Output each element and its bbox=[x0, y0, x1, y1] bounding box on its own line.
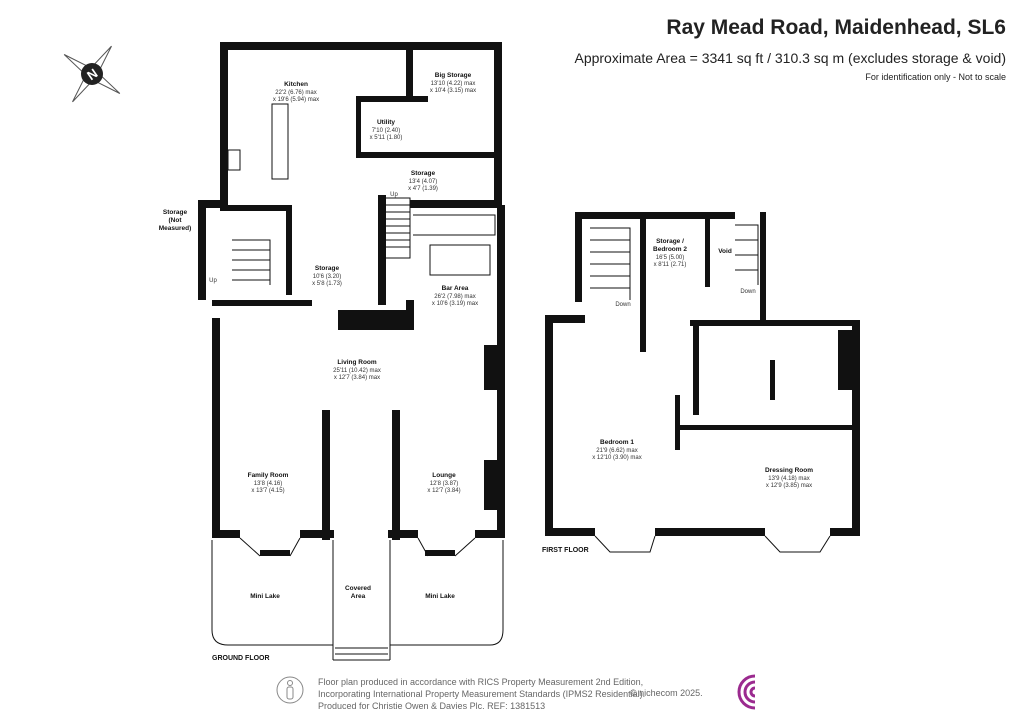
svg-text:Big Storage: Big Storage bbox=[435, 72, 472, 79]
svg-text:Kitchen: Kitchen bbox=[284, 81, 308, 88]
footer-line: Produced for Christie Owen & Davies Plc.… bbox=[318, 701, 546, 711]
room-family-room: Family Room 13'8 (4.16) x 13'7 (4.15) bbox=[248, 472, 289, 494]
svg-text:10'6 (3.20): 10'6 (3.20) bbox=[313, 274, 342, 280]
svg-text:x 10'4 (3.15) max: x 10'4 (3.15) max bbox=[430, 88, 476, 94]
first-floor-walls bbox=[545, 212, 860, 553]
svg-text:x 12'10 (3.90) max: x 12'10 (3.90) max bbox=[592, 455, 642, 461]
svg-text:x 10'6 (3.19) max: x 10'6 (3.19) max bbox=[432, 301, 478, 307]
svg-text:13'9 (4.18) max: 13'9 (4.18) max bbox=[768, 476, 810, 482]
stairs-up-label: Up bbox=[209, 278, 217, 284]
svg-text:x 13'7 (4.15): x 13'7 (4.15) bbox=[251, 488, 284, 494]
ground-floor-walls bbox=[198, 42, 505, 661]
svg-text:x 5'11 (1.80): x 5'11 (1.80) bbox=[370, 135, 403, 141]
svg-text:Utility: Utility bbox=[377, 119, 395, 126]
svg-text:Storage /: Storage / bbox=[656, 238, 684, 245]
stairs-up-label-2: Up bbox=[390, 192, 398, 198]
footer-line: Incorporating International Property Mea… bbox=[318, 689, 646, 699]
svg-text:x 19'6 (5.94) max: x 19'6 (5.94) max bbox=[273, 97, 319, 103]
plan-title: Ray Mead Road, Maidenhead, SL6 bbox=[666, 16, 1006, 39]
svg-text:Measured): Measured) bbox=[159, 225, 192, 232]
svg-text:13'10 (4.22) max: 13'10 (4.22) max bbox=[431, 81, 476, 87]
svg-text:26'2 (7.98) max: 26'2 (7.98) max bbox=[434, 294, 476, 300]
room-dressing-room: Dressing Room 13'9 (4.18) max x 12'9 (3.… bbox=[765, 467, 813, 489]
svg-text:x 12'7 (3.84): x 12'7 (3.84) bbox=[427, 488, 460, 494]
room-storage-1: Storage 13'4 (4.07) x 4'7 (1.39) bbox=[408, 170, 438, 192]
footer-line: Floor plan produced in accordance with R… bbox=[318, 677, 644, 687]
svg-text:x 4'7 (1.39): x 4'7 (1.39) bbox=[408, 186, 438, 192]
svg-text:Family Room: Family Room bbox=[248, 472, 289, 479]
footer-notes: Floor plan produced in accordance with R… bbox=[318, 676, 645, 712]
room-storage-bedroom-2: Storage / Bedroom 2 16'5 (5.00) x 8'11 (… bbox=[653, 238, 687, 268]
scale-note: For identification only - Not to scale bbox=[865, 72, 1006, 82]
room-void: Void bbox=[718, 248, 732, 255]
svg-text:(Not: (Not bbox=[169, 217, 183, 224]
svg-text:Covered: Covered bbox=[345, 585, 371, 592]
mini-lake-left: Mini Lake bbox=[250, 593, 280, 600]
svg-text:x 12'7 (3.84) max: x 12'7 (3.84) max bbox=[334, 375, 380, 381]
svg-text:21'9 (6.62) max: 21'9 (6.62) max bbox=[596, 448, 638, 454]
svg-text:Living Room: Living Room bbox=[337, 359, 377, 366]
covered-area: Covered Area bbox=[345, 585, 371, 600]
room-kitchen: Kitchen 22'2 (6.76) max x 19'6 (5.94) ma… bbox=[273, 81, 319, 103]
svg-text:x 12'9 (3.85) max: x 12'9 (3.85) max bbox=[766, 483, 812, 489]
svg-text:Storage: Storage bbox=[163, 209, 188, 216]
area-summary: Approximate Area = 3341 sq ft / 310.3 sq… bbox=[574, 50, 1006, 66]
svg-text:12'8 (3.87): 12'8 (3.87) bbox=[430, 481, 459, 487]
svg-text:22'2 (6.76) max: 22'2 (6.76) max bbox=[275, 90, 317, 96]
storage-not-measured: Storage (Not Measured) bbox=[159, 209, 192, 232]
svg-text:x 5'8 (1.73): x 5'8 (1.73) bbox=[312, 281, 342, 287]
svg-text:13'4 (4.07): 13'4 (4.07) bbox=[409, 179, 438, 185]
stairs-down-label-2: Down bbox=[740, 289, 755, 295]
nichecom-logo-icon bbox=[737, 674, 756, 710]
room-storage-2: Storage 10'6 (3.20) x 5'8 (1.73) bbox=[312, 265, 342, 287]
copyright: © nichecom 2025. bbox=[630, 688, 703, 698]
svg-text:Bar Area: Bar Area bbox=[442, 285, 469, 292]
room-bar-area: Bar Area 26'2 (7.98) max x 10'6 (3.19) m… bbox=[432, 285, 478, 307]
room-lounge: Lounge 12'8 (3.87) x 12'7 (3.84) bbox=[427, 472, 460, 494]
svg-text:Dressing Room: Dressing Room bbox=[765, 467, 813, 474]
svg-text:Lounge: Lounge bbox=[432, 472, 456, 479]
svg-text:25'11 (10.42) max: 25'11 (10.42) max bbox=[333, 368, 381, 374]
room-bedroom-1: Bedroom 1 21'9 (6.62) max x 12'10 (3.90)… bbox=[592, 439, 642, 461]
room-living-room: Living Room 25'11 (10.42) max x 12'7 (3.… bbox=[333, 359, 381, 381]
svg-text:Bedroom 1: Bedroom 1 bbox=[600, 439, 634, 446]
compass-icon: N bbox=[63, 45, 121, 103]
svg-text:Storage: Storage bbox=[315, 265, 340, 272]
ground-floor-label: GROUND FLOOR bbox=[212, 655, 270, 662]
room-utility: Utility 7'10 (2.40) x 5'11 (1.80) bbox=[370, 119, 403, 141]
svg-text:16'5 (5.00): 16'5 (5.00) bbox=[656, 255, 685, 261]
svg-text:Bedroom 2: Bedroom 2 bbox=[653, 246, 687, 253]
room-big-storage: Big Storage 13'10 (4.22) max x 10'4 (3.1… bbox=[430, 72, 476, 94]
svg-text:x 8'11 (2.71): x 8'11 (2.71) bbox=[654, 262, 687, 268]
svg-text:Storage: Storage bbox=[411, 170, 436, 177]
svg-text:Area: Area bbox=[351, 593, 366, 600]
first-floor-label: FIRST FLOOR bbox=[542, 547, 589, 554]
mini-lake-right: Mini Lake bbox=[425, 593, 455, 600]
person-icon bbox=[276, 676, 304, 704]
stairs-down-label: Down bbox=[615, 302, 630, 308]
svg-text:7'10 (2.40): 7'10 (2.40) bbox=[372, 128, 401, 134]
svg-text:13'8 (4.16): 13'8 (4.16) bbox=[254, 481, 283, 487]
